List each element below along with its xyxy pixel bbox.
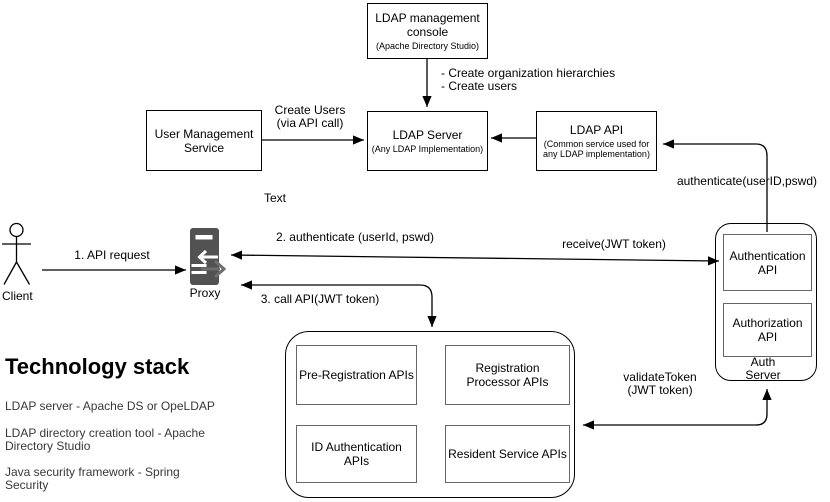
label-proxy: Proxy — [189, 286, 221, 300]
node-title: Authorization API — [732, 316, 803, 344]
label-client: Client — [2, 289, 33, 303]
label-create-tasks: - Create organization hierarchies - Crea… — [441, 66, 616, 93]
label-text: Text — [264, 191, 287, 205]
node-title: LDAP Server — [392, 128, 463, 142]
node-ldap-management-console: LDAP management console (Apache Director… — [367, 3, 488, 59]
node-title: Resident Service APIs — [448, 447, 567, 461]
label-api-request: 1. API request — [74, 248, 150, 262]
edge-auth-server-to-ldap-api — [663, 139, 768, 232]
node-title: User Management Service — [154, 126, 254, 155]
node-subtitle: (Apache Directory Studio) — [375, 41, 480, 51]
node-subtitle: (Any LDAP Implementation) — [371, 144, 484, 154]
edge-proxy-mosip-apis — [241, 280, 437, 327]
node-subtitle: (Common service used for any LDAP implem… — [543, 139, 650, 159]
label-validate-token: validateToken (JWT token) — [623, 370, 697, 397]
label-call-api-3: 3. call API(JWT token) — [260, 292, 380, 306]
edge-proxy-auth-server — [230, 250, 720, 266]
node-ldap-server: LDAP Server (Any LDAP Implementation) — [367, 111, 488, 171]
node-title: LDAP API — [569, 123, 624, 137]
node-ldap-api: LDAP API (Common service used for any LD… — [536, 111, 657, 171]
tech-stack-title: Technology stack — [5, 354, 190, 379]
node-title: Pre-Registration APIs — [299, 368, 414, 382]
label-receive-jwt: receive(JWT token) — [562, 237, 666, 251]
node-authentication-api: Authentication API — [723, 234, 812, 291]
node-title: Authentication API — [729, 248, 806, 277]
node-resident-service-apis: Resident Service APIs — [445, 425, 570, 483]
node-title: LDAP management console — [375, 11, 480, 39]
node-id-authentication-apis: ID Authentication APIs — [296, 425, 417, 483]
label-authenticate-ldap: authenticate(userID,pswd) — [676, 174, 818, 188]
edge-mosip-validate-auth-server — [583, 389, 772, 430]
node-pre-registration-apis: Pre-Registration APIs — [296, 345, 417, 405]
node-authorization-api: Authorization API — [723, 303, 812, 357]
tech-stack-item: LDAP directory creation tool - Apache Di… — [5, 426, 205, 453]
client-actor-icon — [2, 222, 31, 285]
label-authenticate-2: 2. authenticate (userId, pswd) — [275, 230, 435, 244]
node-registration-processor-apis: Registration Processor APIs — [445, 345, 570, 405]
label-auth-server: Auth Server — [745, 355, 781, 382]
node-title: Registration Processor APIs — [466, 361, 549, 389]
node-title: ID Authentication APIs — [311, 440, 402, 468]
label-create-users: Create Users (via API call) — [274, 103, 346, 130]
node-user-management-service: User Management Service — [146, 110, 262, 171]
tech-stack-item: Java security framework - Spring Securit… — [5, 465, 180, 492]
proxy-icon — [190, 228, 227, 285]
tech-stack-item: LDAP server - Apache DS or OpeLDAP — [5, 399, 215, 413]
